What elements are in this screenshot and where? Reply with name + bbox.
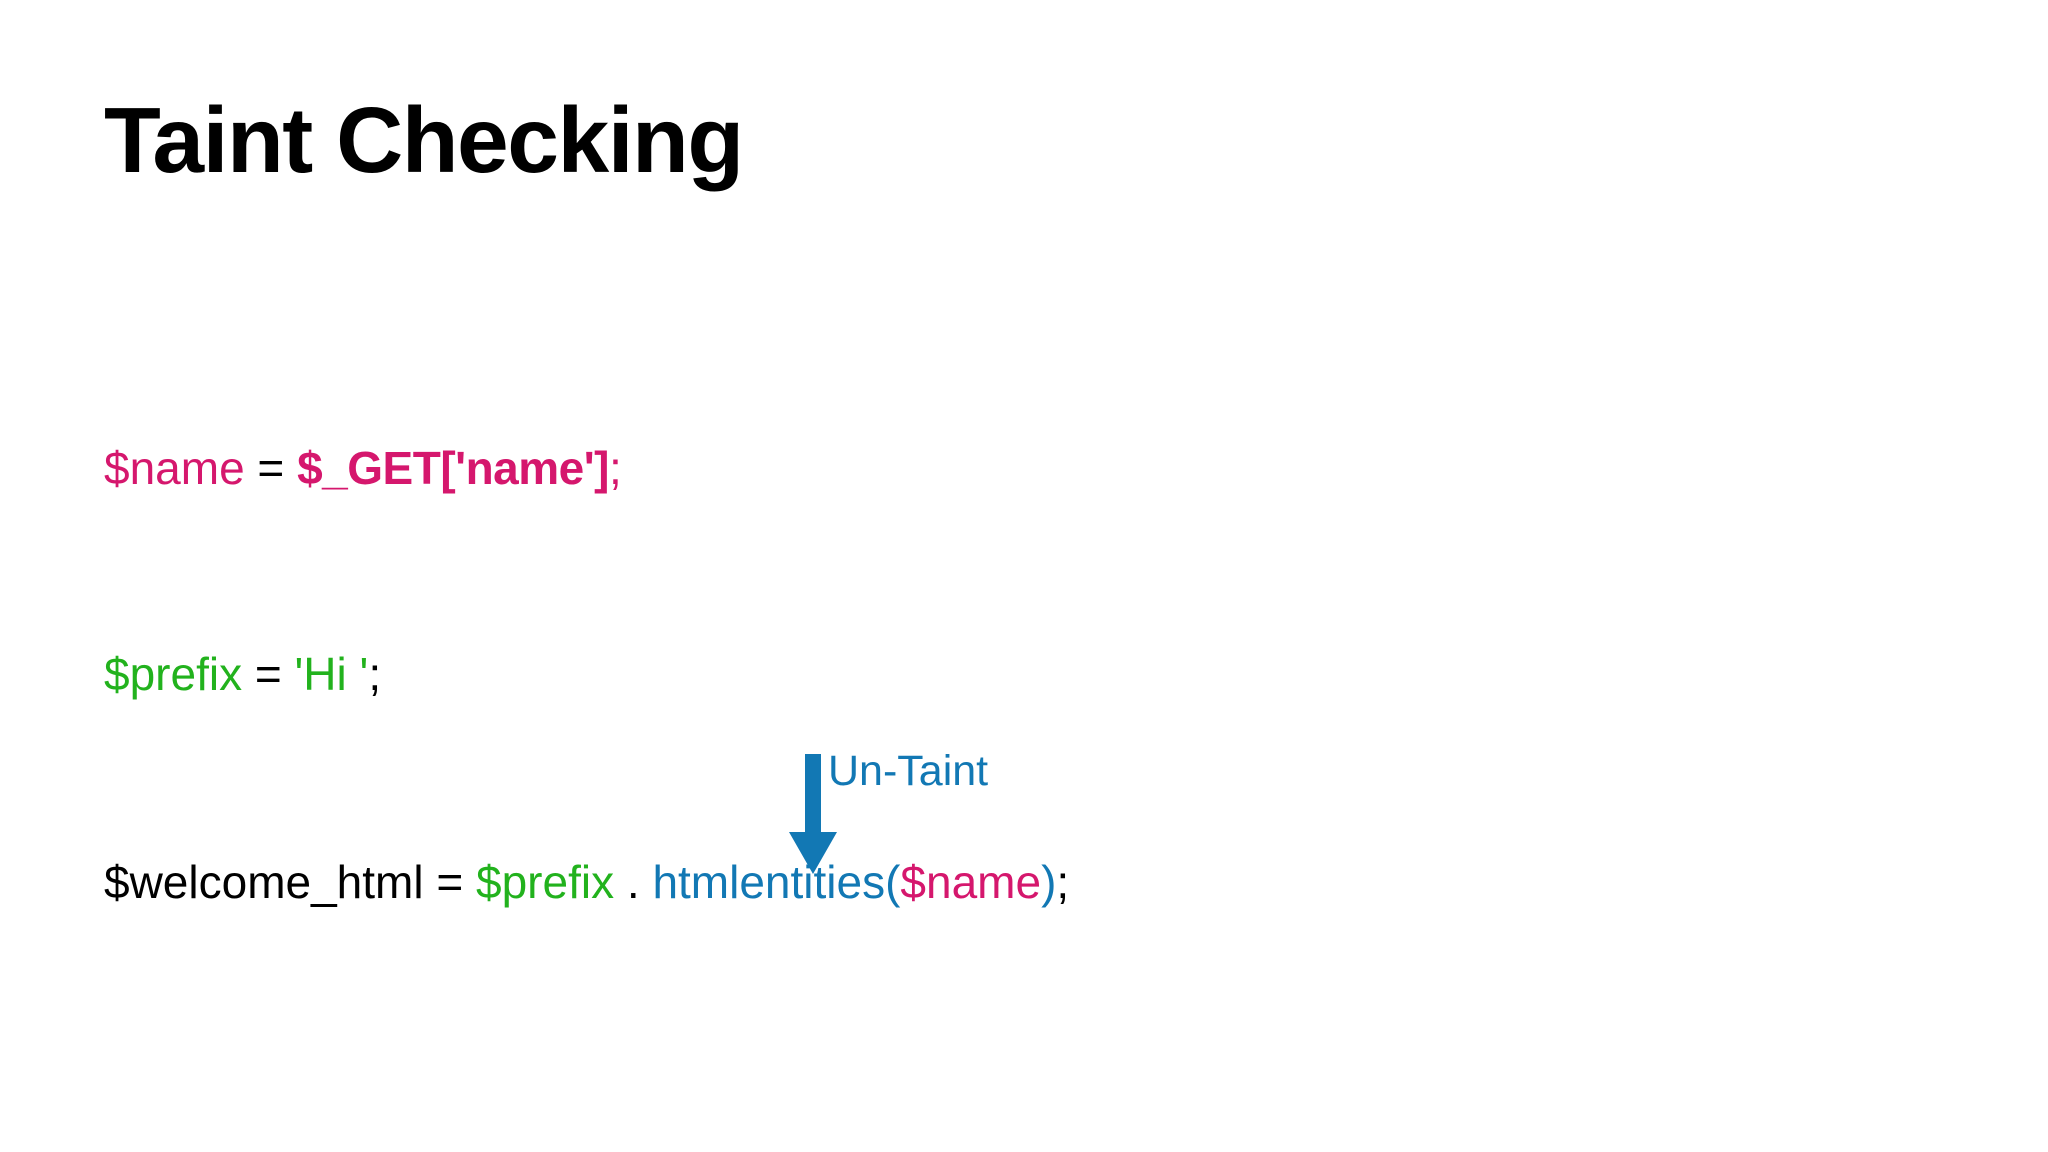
code-token-argument-name: $name [900,856,1042,908]
down-arrow-icon [789,754,837,874]
code-token-assign-operator: = [423,856,477,908]
page-title: Taint Checking [104,88,744,192]
code-token-semicolon: ; [609,442,622,494]
code-token-variable-prefix: $prefix [104,648,243,700]
code-token-semicolon: ; [368,648,382,700]
code-token-operand-prefix: $prefix [476,856,615,908]
code-token-paren-close: ) [1041,856,1057,908]
code-token-string-literal: 'Hi ' [294,648,369,700]
code-block: $name = $_GET['name']; $prefix = 'Hi '; … [104,440,1069,910]
code-token-variable-name: $name [104,442,245,494]
code-line-1: $name = $_GET['name']; [104,440,1069,496]
code-token-variable-welcome-html: $welcome_html [104,856,424,908]
code-token-semicolon: ; [1056,856,1070,908]
code-token-assign-operator: = [244,442,298,494]
untaint-label: Un-Taint [828,747,989,795]
code-token-sanitizer-function: htmlentities( [652,856,901,908]
code-token-concat-operator: . [614,856,653,908]
untaint-annotation: Un-Taint [780,747,1060,884]
code-line-2: $prefix = 'Hi '; [104,646,1069,702]
code-blank-line-1 [104,496,1069,646]
code-line-3: $welcome_html = $prefix . htmlentities($… [104,854,1069,910]
code-token-taint-source: $_GET['name'] [297,442,609,494]
code-token-assign-operator: = [242,648,295,700]
